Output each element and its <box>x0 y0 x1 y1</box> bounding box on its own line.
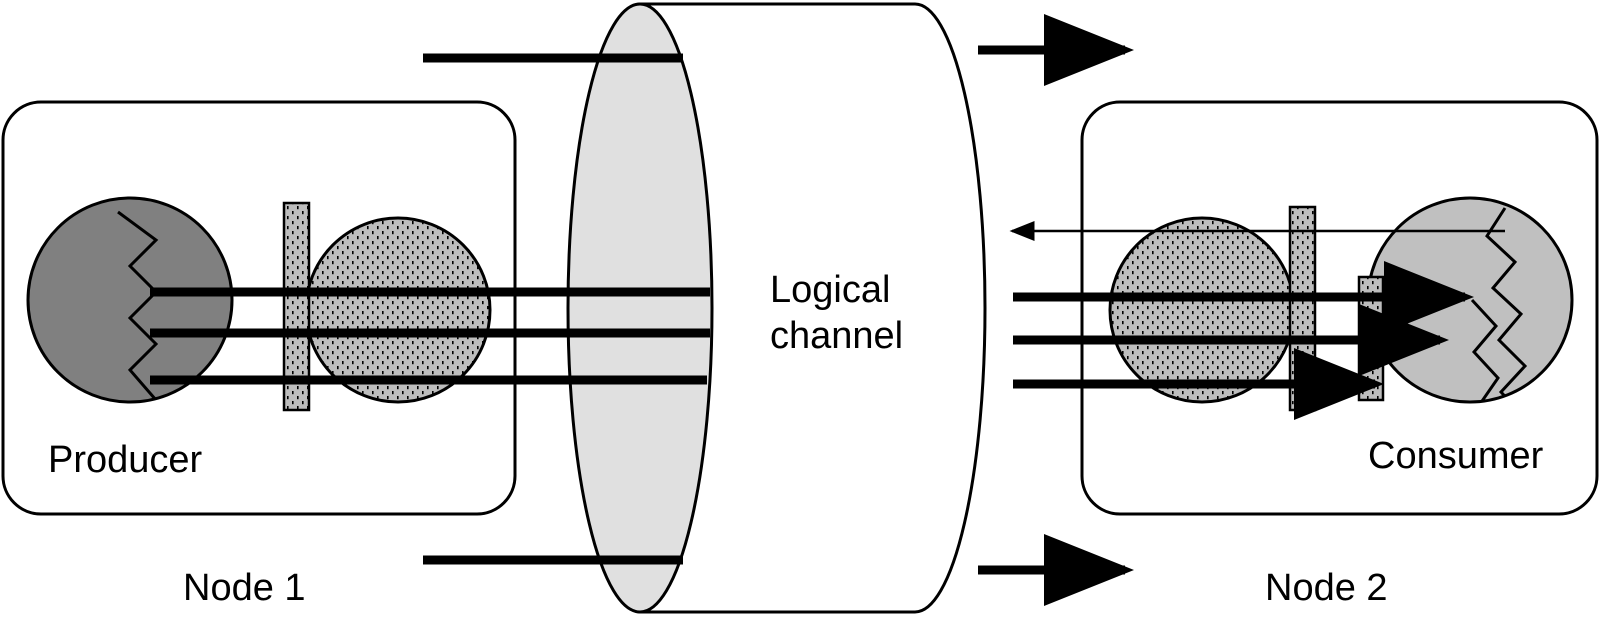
consumer-zigzag-outer <box>1485 207 1528 402</box>
consumer-label: Consumer <box>1368 435 1544 477</box>
logical-channel-cylinder <box>566 2 987 614</box>
producer-connections-inside <box>566 287 710 385</box>
producer-zigzag <box>117 210 159 401</box>
consumer-stub <box>1108 216 1296 404</box>
channel-label-line1: Logical <box>770 269 890 311</box>
producer-label: Producer <box>48 439 203 481</box>
node1-label: Node 1 <box>183 567 306 609</box>
consumer-zigzag-inner <box>1470 298 1500 402</box>
producer-component <box>26 196 234 404</box>
producer-stub <box>304 216 492 404</box>
channel-label-line2: channel <box>770 315 903 357</box>
node2-label: Node 2 <box>1265 567 1388 609</box>
channel-front-face <box>566 2 714 614</box>
consumer-connections <box>1013 261 1474 420</box>
